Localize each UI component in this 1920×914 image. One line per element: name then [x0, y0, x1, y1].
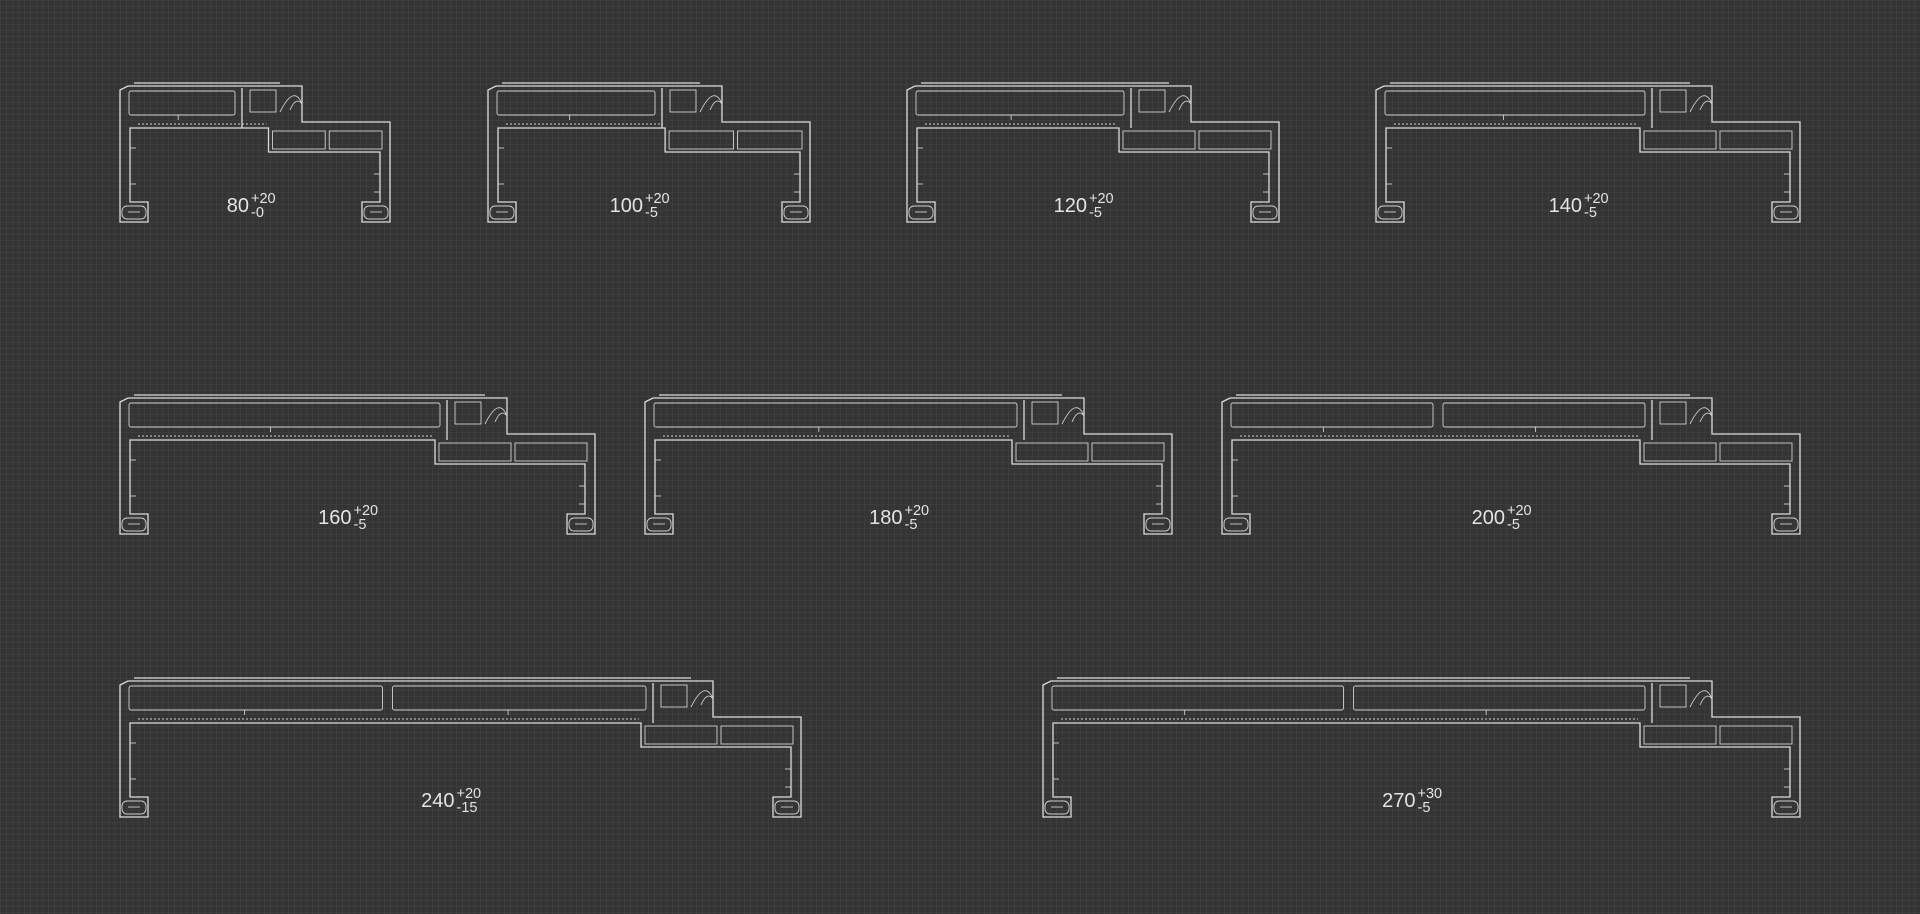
dimension-nominal: 180: [869, 507, 902, 529]
profile-drawing-80: 80+20-0: [119, 82, 391, 223]
tolerance-plus: +20: [1507, 503, 1532, 519]
tolerance-minus: -5: [354, 517, 367, 533]
profile-drawing-240: 240+20-15: [119, 677, 802, 818]
tolerance-minus: -0: [251, 205, 264, 221]
profile-drawing-180: 180+20-5: [644, 394, 1173, 535]
profile-drawing-200: 200+20-5: [1221, 394, 1801, 535]
tolerance-plus: +20: [1584, 191, 1609, 207]
tolerance-plus: +20: [251, 191, 276, 207]
profile-drawing-100: 100+20-5: [487, 82, 811, 223]
tolerance-plus: +20: [457, 786, 482, 802]
tolerance-plus: +20: [905, 503, 930, 519]
dimension-nominal: 160: [318, 507, 351, 529]
dimension-nominal: 200: [1472, 507, 1505, 529]
dimension-nominal: 100: [610, 195, 643, 217]
tolerance-minus: -15: [457, 800, 478, 816]
dimension-nominal: 120: [1054, 195, 1087, 217]
dimension-nominal: 270: [1382, 790, 1415, 812]
profile-drawing-160: 160+20-5: [119, 394, 596, 535]
tolerance-plus: +20: [645, 191, 670, 207]
tolerance-minus: -5: [905, 517, 918, 533]
tolerance-minus: -5: [645, 205, 658, 221]
profile-drawing-270: 270+30-5: [1042, 677, 1801, 818]
tolerance-plus: +20: [1089, 191, 1114, 207]
tolerance-minus: -5: [1507, 517, 1520, 533]
profile-drawing-140: 140+20-5: [1375, 82, 1801, 223]
tolerance-plus: +30: [1418, 786, 1443, 802]
dimension-nominal: 240: [421, 790, 454, 812]
dimension-nominal: 80: [227, 195, 249, 217]
tolerance-minus: -5: [1418, 800, 1431, 816]
profile-drawing-120: 120+20-5: [906, 82, 1280, 223]
tolerance-minus: -5: [1584, 205, 1597, 221]
dimension-nominal: 140: [1549, 195, 1582, 217]
tolerance-minus: -5: [1089, 205, 1102, 221]
tolerance-plus: +20: [354, 503, 379, 519]
